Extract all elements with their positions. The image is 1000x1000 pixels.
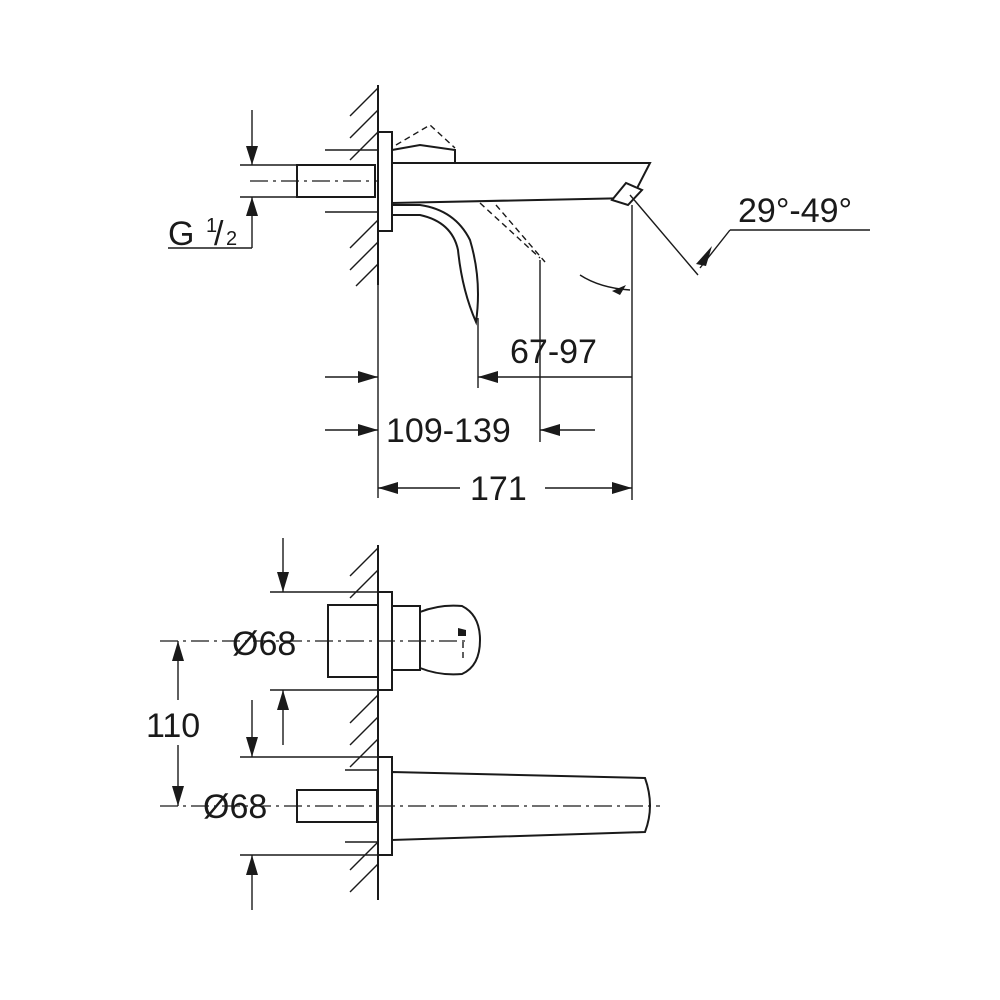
wall-flange bbox=[377, 131, 393, 232]
thread-stub bbox=[250, 149, 640, 213]
lever-handle bbox=[391, 204, 479, 326]
spout-aerator bbox=[610, 181, 644, 207]
angle-label: 29°-49° bbox=[738, 192, 852, 230]
dimension-171: 171 bbox=[378, 470, 632, 508]
thread-dimension: G 1 / 2 bbox=[168, 110, 297, 253]
thread-label: G bbox=[168, 215, 194, 253]
lever-top bbox=[391, 143, 456, 164]
diameter-bottom-dimension: Ø68 bbox=[203, 700, 267, 910]
thread-fraction-denominator: 2 bbox=[226, 228, 237, 250]
dimension-67-97: 67-97 bbox=[325, 333, 632, 383]
thread-fraction-numerator: 1 bbox=[206, 215, 217, 237]
angle-dimension: 29°-49° bbox=[579, 192, 870, 295]
mixer-handle-unit bbox=[160, 591, 482, 691]
dimension-109-139: 109-139 bbox=[325, 412, 595, 450]
spout-unit bbox=[160, 756, 660, 856]
front-view: Ø68 110 Ø68 bbox=[146, 538, 660, 910]
diameter-top-label: Ø68 bbox=[232, 625, 296, 663]
spacing-dimension: 110 bbox=[146, 641, 200, 806]
reach-total-label: 171 bbox=[470, 470, 527, 508]
side-view: 29°-49° G 1 / 2 67-97 bbox=[168, 85, 870, 508]
reach-lever-label: 67-97 bbox=[510, 333, 597, 371]
diameter-top-dimension: Ø68 bbox=[232, 538, 296, 745]
reach-range-label: 109-139 bbox=[386, 412, 511, 450]
spacing-label: 110 bbox=[146, 707, 200, 745]
diameter-bottom-label: Ø68 bbox=[203, 788, 267, 826]
lever-alt-position bbox=[395, 124, 546, 263]
wall-bottom bbox=[349, 545, 379, 900]
spout-body bbox=[391, 162, 652, 205]
thread-fraction-separator: / bbox=[214, 215, 224, 253]
